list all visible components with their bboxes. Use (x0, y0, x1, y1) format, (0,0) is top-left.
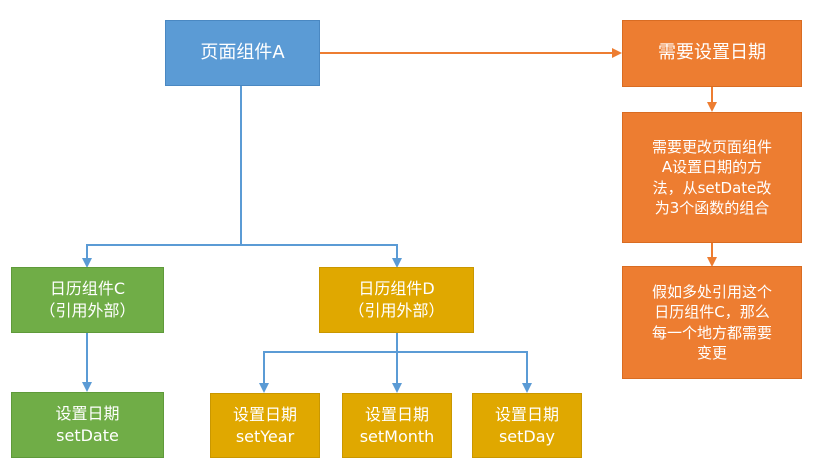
set-year-method: setYear (235, 426, 295, 446)
set-day-method: setDay (498, 426, 556, 446)
node-set-month: 设置日期 setMonth (342, 393, 452, 458)
node-component-a-label: 页面组件A (200, 41, 285, 63)
node-calendar-d: 日历组件D （引用外部） (319, 267, 474, 333)
node-calendar-c: 日历组件C （引用外部） (11, 267, 164, 333)
node-set-year: 设置日期 setYear (210, 393, 320, 458)
calendar-c-title: 日历组件C (49, 279, 126, 299)
connector-d-to-setters (263, 333, 528, 388)
connector-a-to-c-d (86, 86, 398, 265)
node-change-note: 需要更改页面组件 A设置日期的方 法，从setDate改 为3个函数的组合 (622, 112, 802, 243)
set-month-method: setMonth (359, 426, 435, 446)
set-month-title: 设置日期 (364, 404, 429, 424)
reuse-note-line-1: 假如多处引用这个 (651, 283, 772, 301)
node-need-set-date: 需要设置日期 (622, 20, 802, 87)
node-need-set-date-label: 需要设置日期 (658, 42, 766, 64)
node-set-date: 设置日期 setDate (11, 392, 164, 458)
set-date-method: setDate (56, 426, 119, 445)
node-set-day: 设置日期 setDay (472, 393, 582, 458)
calendar-d-subtitle: （引用外部） (348, 301, 445, 320)
change-note-line-1: 需要更改页面组件 (651, 138, 772, 156)
node-reuse-note: 假如多处引用这个 日历组件C，那么 每一个地方都需要 变更 (622, 266, 802, 379)
change-note-line-2: A设置日期的方 (661, 158, 763, 177)
reuse-note-line-3: 每一个地方都需要 (651, 323, 772, 342)
calendar-c-subtitle: （引用外部） (39, 301, 136, 320)
set-date-title: 设置日期 (55, 404, 120, 424)
node-component-a: 页面组件A (165, 20, 320, 86)
reuse-note-line-2: 日历组件C，那么 (654, 303, 770, 322)
calendar-d-title: 日历组件D (358, 279, 435, 299)
reuse-note-line-4: 变更 (696, 343, 727, 362)
set-year-title: 设置日期 (232, 404, 297, 424)
set-day-title: 设置日期 (494, 404, 559, 424)
change-note-line-4: 为3个函数的组合 (654, 198, 770, 217)
change-note-line-3: 法，从setDate改 (652, 178, 772, 197)
